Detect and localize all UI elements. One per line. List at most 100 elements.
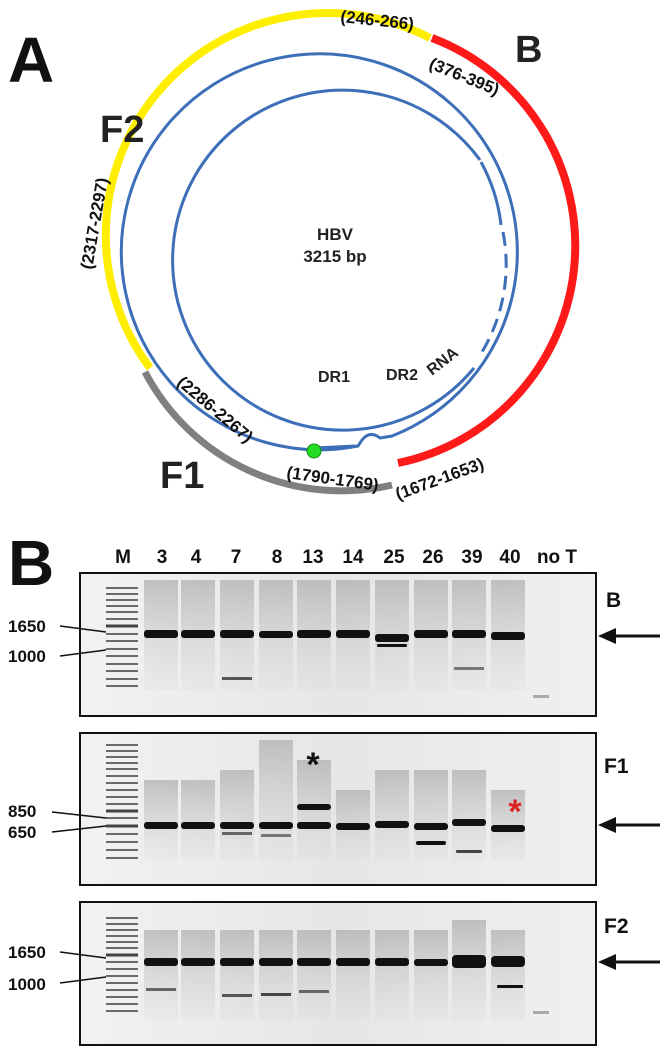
gel-f2: 1650 1000 F2 xyxy=(8,901,660,1046)
fragment-b-label: B xyxy=(515,29,542,71)
lane-label: 7 xyxy=(231,547,242,568)
size-pointer xyxy=(51,825,107,833)
ladder xyxy=(106,917,138,1012)
band xyxy=(299,990,329,993)
lane-label: no T xyxy=(537,547,577,568)
band xyxy=(222,994,252,997)
band xyxy=(491,825,525,832)
size-marker-label: 1000 xyxy=(8,647,46,666)
size-marker-label: 1650 xyxy=(8,943,46,962)
rna-label: RNA xyxy=(424,344,462,379)
size-marker-label: 1000 xyxy=(8,975,46,994)
band xyxy=(533,695,549,698)
band xyxy=(220,822,254,829)
rna-dashed-region xyxy=(480,231,508,353)
annotation-star: * xyxy=(306,746,320,784)
band xyxy=(375,958,409,966)
gel-name: F1 xyxy=(604,755,629,778)
size-marker-label: 650 xyxy=(8,823,36,842)
ladder xyxy=(106,744,138,859)
band xyxy=(414,959,448,966)
fragment-f1-label: F1 xyxy=(160,455,204,497)
lane-label: 26 xyxy=(422,547,443,568)
band xyxy=(297,804,331,810)
band xyxy=(452,630,486,638)
size-pointer xyxy=(59,625,107,633)
dna-strand-outer-tail xyxy=(314,444,356,450)
band xyxy=(261,834,291,837)
band xyxy=(222,832,252,835)
band xyxy=(261,993,291,996)
dna-strand-inner-gap-side xyxy=(479,161,503,226)
lane-label: 14 xyxy=(342,547,364,568)
gel-f1: * * 850 650 F1 xyxy=(8,732,660,886)
arrow-icon xyxy=(598,817,660,833)
bands xyxy=(144,804,525,853)
coord-2286-2267: (2286-2267) xyxy=(173,373,256,447)
dna-strand-inner xyxy=(171,88,482,432)
lane-label: 40 xyxy=(499,547,520,568)
smears xyxy=(144,920,525,1020)
band xyxy=(377,644,407,647)
genome-title: HBV xyxy=(317,225,354,244)
lane-label: M xyxy=(115,547,131,568)
lane-label: 39 xyxy=(461,547,482,568)
band xyxy=(414,630,448,638)
ladder xyxy=(106,587,138,687)
band xyxy=(336,958,370,966)
bands xyxy=(144,955,549,1014)
band xyxy=(259,958,293,966)
band xyxy=(375,821,409,828)
band xyxy=(452,955,486,968)
fragment-f2-label: F2 xyxy=(100,109,144,151)
size-marker-label: 850 xyxy=(8,802,36,821)
annotation-star-red: * xyxy=(508,793,522,831)
gel-name: F2 xyxy=(604,915,629,938)
size-pointer xyxy=(51,811,107,819)
lane-label: 25 xyxy=(383,547,405,568)
dr2-label: DR2 xyxy=(386,367,418,384)
panel-a-letter: A xyxy=(8,24,54,96)
arrow-icon xyxy=(598,954,660,970)
band xyxy=(144,958,178,966)
band xyxy=(220,958,254,966)
band xyxy=(297,630,331,638)
band xyxy=(416,841,446,845)
lane-label: 8 xyxy=(272,547,283,568)
arrow-icon xyxy=(598,628,660,644)
band xyxy=(144,630,178,638)
polymerase-marker xyxy=(306,443,322,459)
band xyxy=(533,1011,549,1014)
gel-b: 1650 1000 B xyxy=(8,572,660,717)
band xyxy=(259,631,293,638)
band xyxy=(336,630,370,638)
fragment-b-arc xyxy=(397,34,580,467)
band xyxy=(146,988,176,991)
band xyxy=(181,630,215,638)
lane-label: 4 xyxy=(191,547,202,568)
panel-b-letter: B xyxy=(8,527,54,599)
band xyxy=(491,956,525,967)
band xyxy=(497,985,523,988)
panel-a: A HBV 3215 bp DR1 DR2 RNA B F2 F1 (246-2… xyxy=(8,7,580,504)
size-pointer xyxy=(59,951,107,959)
size-pointer xyxy=(59,976,107,984)
band xyxy=(491,632,525,640)
panel-b: B M 3 4 7 8 13 14 25 26 39 40 no T xyxy=(8,527,660,1046)
band xyxy=(222,677,252,680)
dna-strand-outer xyxy=(119,52,519,452)
band xyxy=(259,822,293,829)
band xyxy=(452,819,486,826)
genome-size: 3215 bp xyxy=(303,247,366,266)
band xyxy=(456,850,482,853)
coord-246-266: (246-266) xyxy=(340,7,415,34)
band xyxy=(297,822,331,829)
fragment-f2-arc xyxy=(101,9,432,371)
band xyxy=(336,823,370,830)
size-marker-label: 1650 xyxy=(8,617,46,636)
fragment-f1-arc xyxy=(141,370,393,495)
band xyxy=(414,823,448,830)
lane-labels: M 3 4 7 8 13 14 25 26 39 40 no T xyxy=(115,547,577,568)
lane-label: 13 xyxy=(302,547,323,568)
